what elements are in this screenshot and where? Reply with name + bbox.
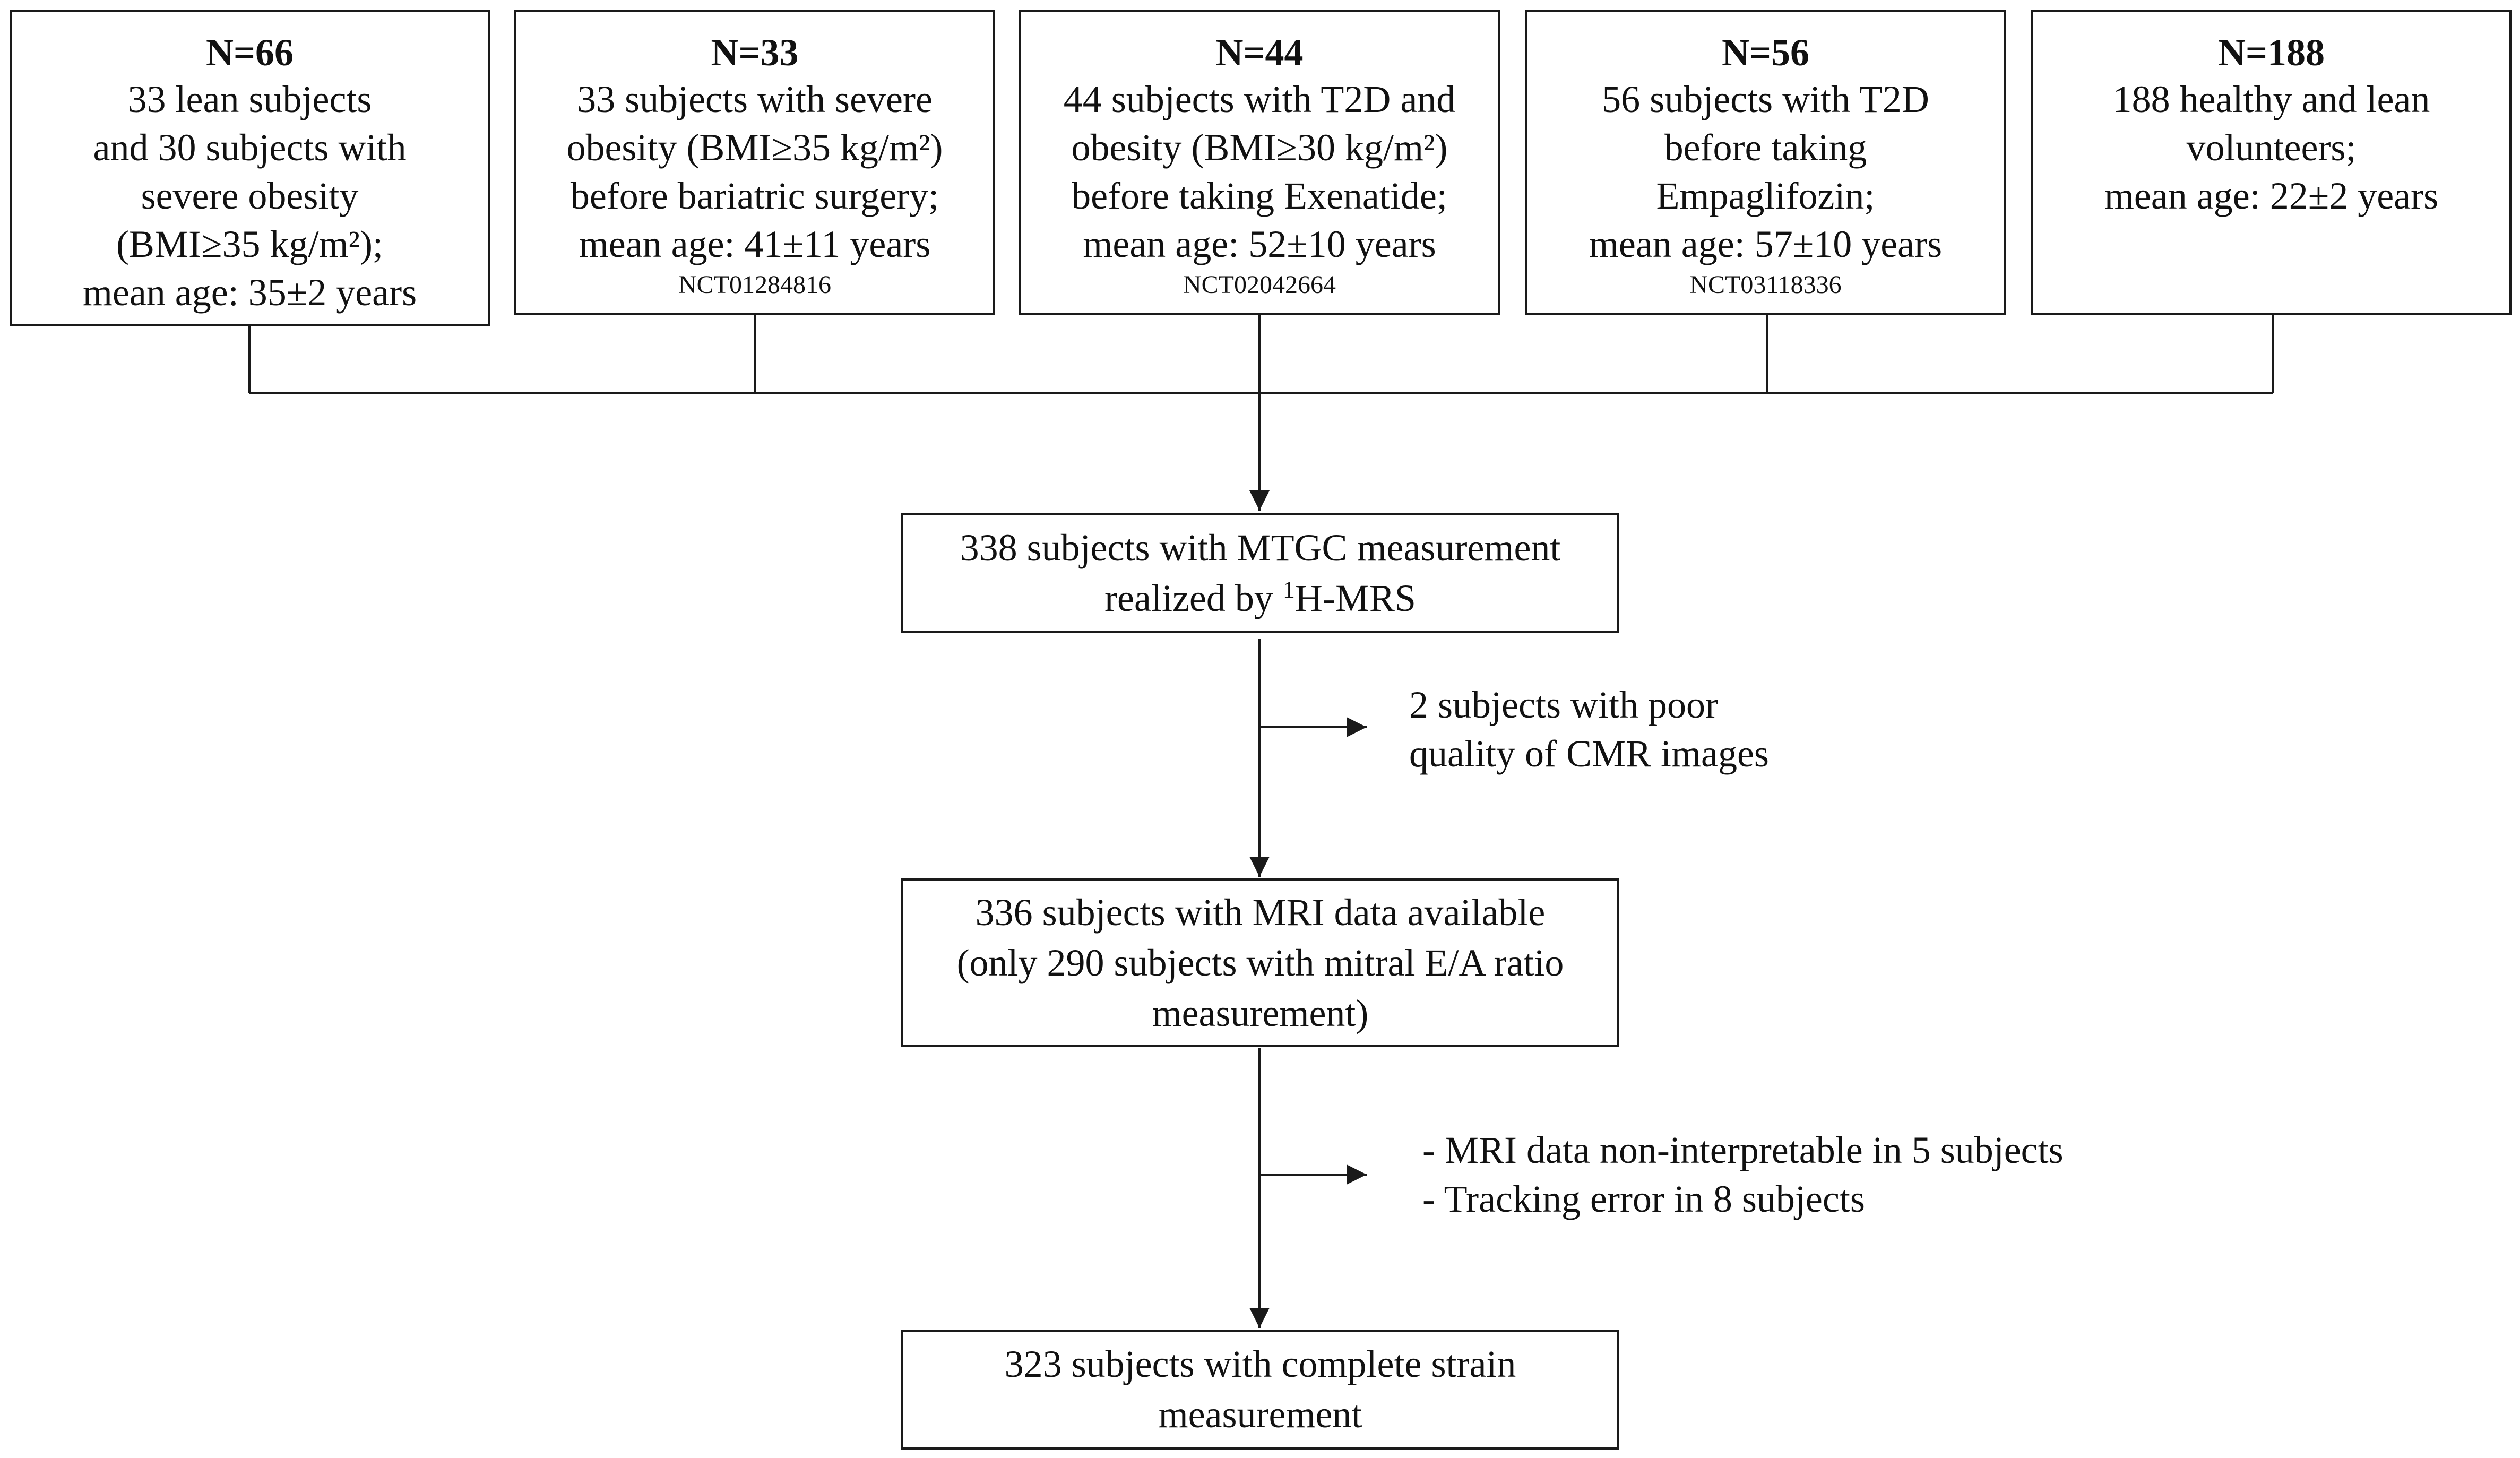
- step-mri-data: 336 subjects with MRI data available (on…: [901, 878, 1619, 1047]
- source-line: obesity (BMI≥35 kg/m²): [566, 126, 943, 169]
- note-line: - Tracking error in 8 subjects: [1422, 1178, 1865, 1220]
- step-line: (only 290 subjects with mitral E/A ratio: [956, 941, 1564, 984]
- step-line: 338 subjects with MTGC measurement: [960, 526, 1561, 569]
- source-n: N=56: [1721, 31, 1810, 74]
- source-n: N=66: [205, 31, 294, 74]
- source-nct: NCT01284816: [678, 271, 831, 299]
- source-box-3: N=44 44 subjects with T2D and obesity (B…: [1019, 10, 1500, 315]
- step-line: realized by 1H-MRS: [1104, 573, 1416, 624]
- source-line: before bariatric surgery;: [570, 175, 939, 217]
- exclusion-note-1: 2 subjects with poor quality of CMR imag…: [1409, 680, 1769, 778]
- source-line: before taking: [1664, 126, 1867, 169]
- source-line: mean age: 35±2 years: [82, 271, 417, 314]
- step-line: measurement): [1152, 991, 1369, 1034]
- source-line: obesity (BMI≥30 kg/m²): [1071, 126, 1448, 169]
- source-box-5: N=188 188 healthy and lean volunteers; m…: [2031, 10, 2512, 315]
- source-line: before taking Exenatide;: [1072, 175, 1447, 217]
- source-n: N=188: [2217, 31, 2325, 74]
- exclusion-note-2: - MRI data non-interpretable in 5 subjec…: [1422, 1126, 2064, 1223]
- source-line: mean age: 22±2 years: [2104, 175, 2439, 217]
- source-n: N=44: [1215, 31, 1304, 74]
- source-line: 188 healthy and lean: [2112, 78, 2430, 120]
- source-line: (BMI≥35 kg/m²);: [116, 223, 384, 265]
- superscript: 1: [1282, 575, 1295, 603]
- source-line: and 30 subjects with: [93, 126, 407, 169]
- source-n: N=33: [711, 31, 799, 74]
- source-line: severe obesity: [141, 175, 359, 217]
- source-line: Empaglifozin;: [1656, 175, 1875, 217]
- step-line: 323 subjects with complete strain: [1004, 1343, 1516, 1385]
- source-nct: NCT02042664: [1183, 271, 1336, 299]
- source-line: volunteers;: [2186, 126, 2357, 169]
- step-mtgc-measurement: 338 subjects with MTGC measurement reali…: [901, 513, 1619, 633]
- source-line: 56 subjects with T2D: [1602, 78, 1929, 120]
- source-line: 44 subjects with T2D and: [1063, 78, 1456, 120]
- step-line: 336 subjects with MRI data available: [975, 891, 1546, 934]
- step-text: realized by: [1104, 576, 1283, 619]
- note-line: 2 subjects with poor: [1409, 684, 1718, 726]
- note-line: quality of CMR images: [1409, 732, 1769, 775]
- note-line: - MRI data non-interpretable in 5 subjec…: [1422, 1129, 2064, 1171]
- source-box-4: N=56 56 subjects with T2D before taking …: [1525, 10, 2006, 315]
- source-line: mean age: 41±11 years: [579, 223, 931, 265]
- source-line: mean age: 57±10 years: [1589, 223, 1943, 265]
- step-line: measurement: [1158, 1393, 1362, 1436]
- step-strain-measurement: 323 subjects with complete strain measur…: [901, 1330, 1619, 1450]
- source-line: 33 subjects with severe: [577, 78, 933, 120]
- step-text: H-MRS: [1294, 576, 1416, 619]
- source-line: mean age: 52±10 years: [1083, 223, 1436, 265]
- source-nct: NCT03118336: [1689, 271, 1842, 299]
- source-line: 33 lean subjects: [127, 78, 372, 120]
- source-box-1: N=66 33 lean subjects and 30 subjects wi…: [10, 10, 490, 326]
- source-box-2: N=33 33 subjects with severe obesity (BM…: [514, 10, 995, 315]
